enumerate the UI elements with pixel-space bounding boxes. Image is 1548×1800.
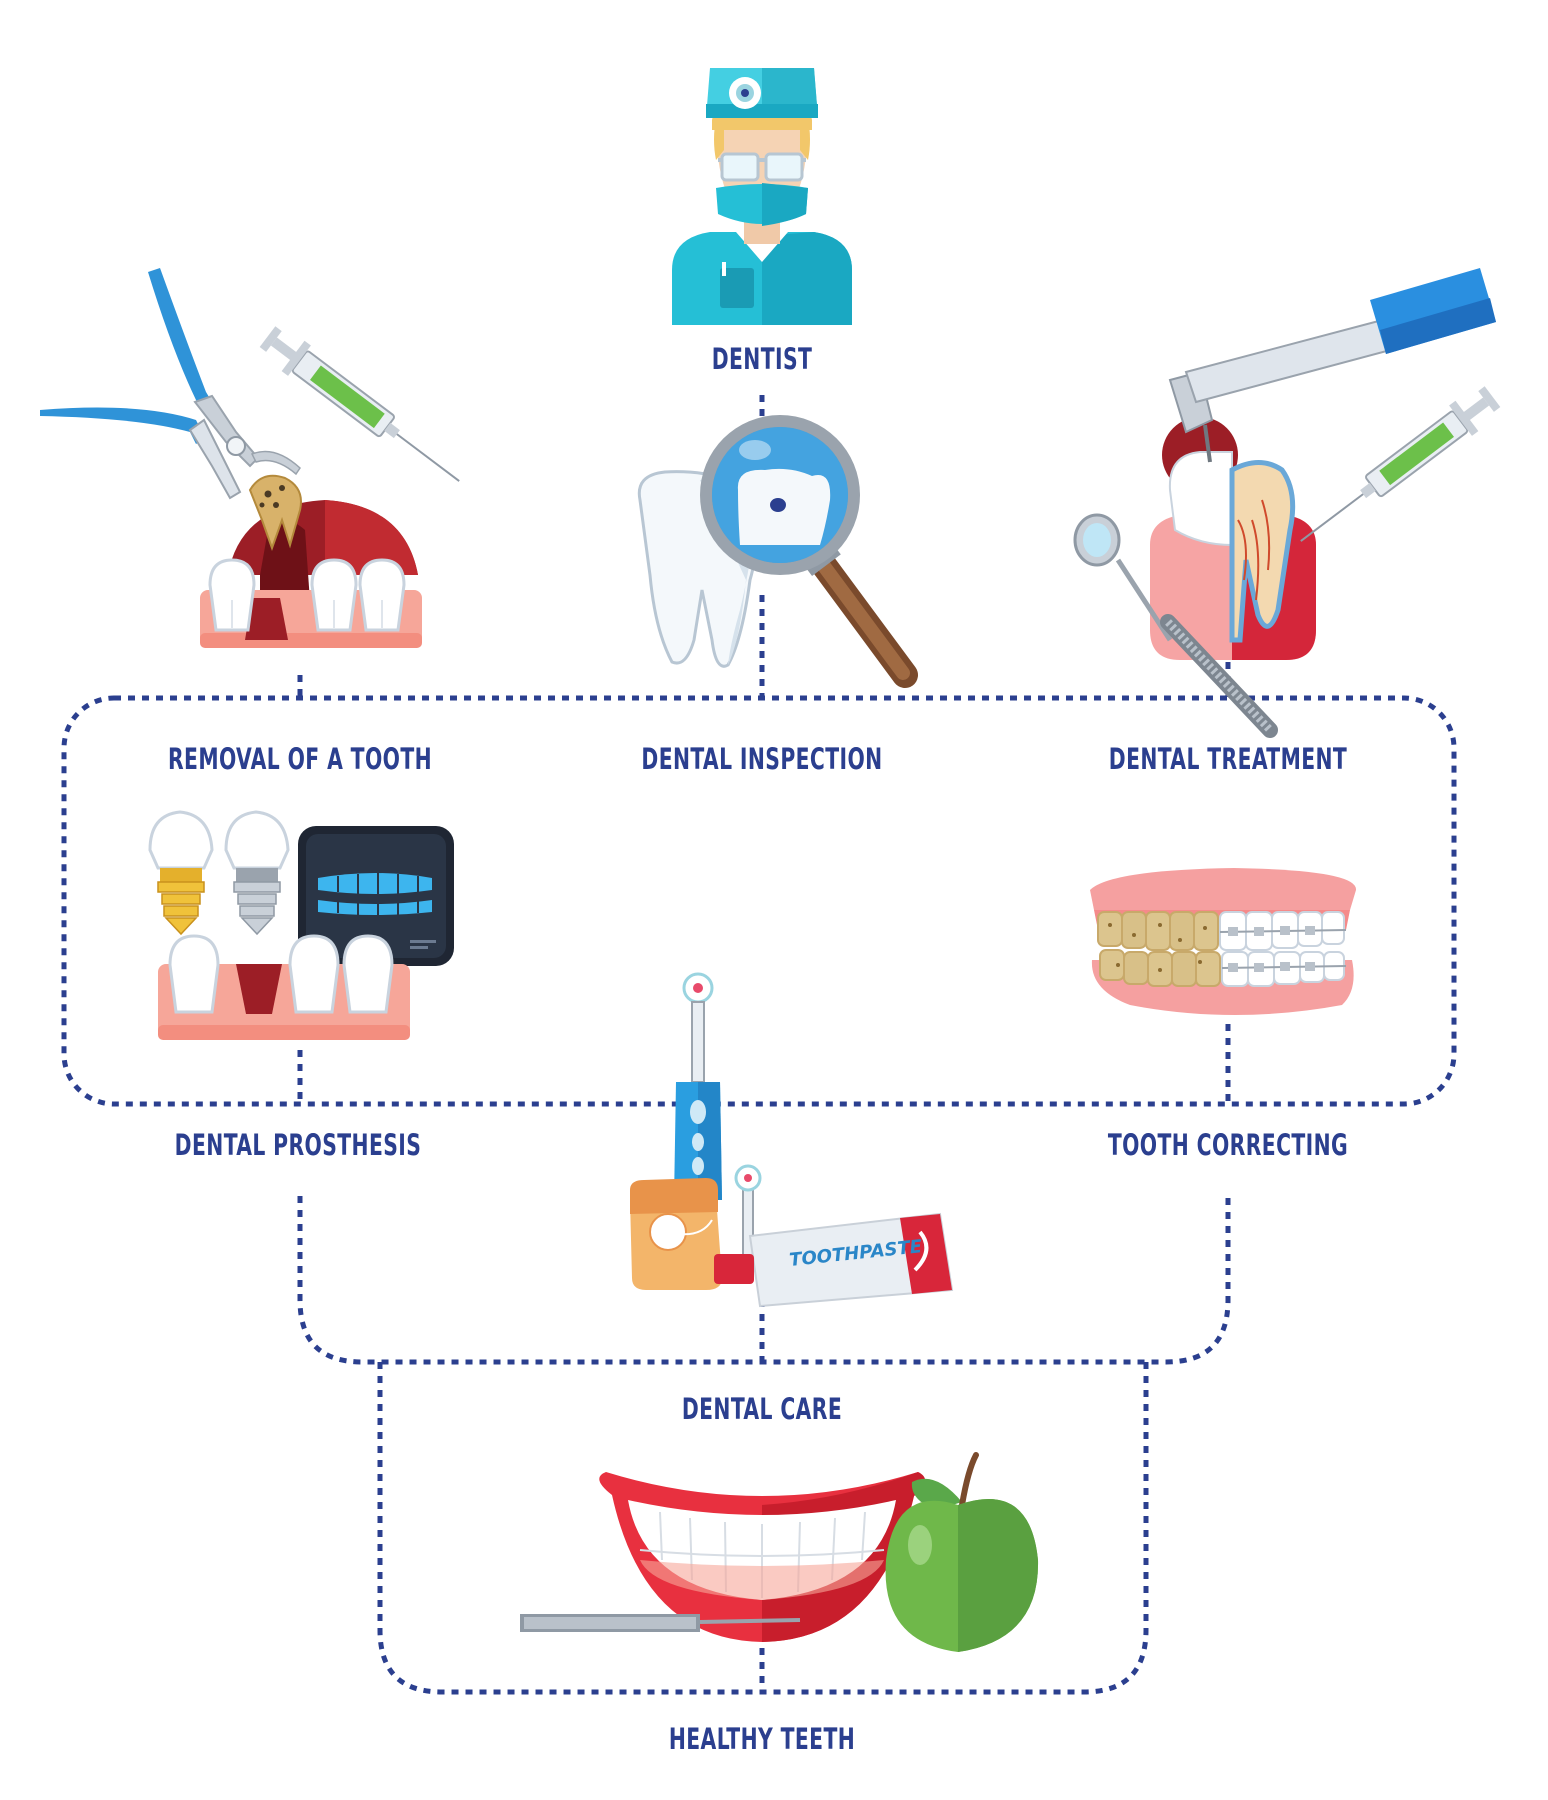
connector-lines (61, 395, 1457, 1695)
braces-icon (1090, 868, 1357, 1015)
dentist-icon (672, 68, 852, 325)
label-removal-of-a-tooth: REMOVAL OF A TOOTH (167, 742, 433, 776)
tooth-extraction-icon (40, 268, 460, 648)
upper-frame (61, 695, 1457, 1107)
label-healthy-teeth: HEALTHY TEETH (668, 1722, 856, 1756)
smile-apple-icon (520, 1452, 1039, 1652)
label-dental-prosthesis: DENTAL PROSTHESIS (174, 1128, 422, 1162)
toothbrush-toothpaste-icon: TOOTHPASTE (630, 972, 954, 1308)
label-tooth-correcting: TOOTH CORRECTING (1107, 1128, 1349, 1162)
magnifier-tooth-icon (637, 415, 918, 688)
label-dental-care: DENTAL CARE (681, 1392, 843, 1426)
label-dentist: DENTIST (711, 342, 813, 376)
tooth-drill-icon (1073, 268, 1501, 738)
dental-implant-icon (148, 810, 454, 1040)
label-dental-treatment: DENTAL TREATMENT (1108, 742, 1348, 776)
label-dental-inspection: DENTAL INSPECTION (641, 742, 883, 776)
